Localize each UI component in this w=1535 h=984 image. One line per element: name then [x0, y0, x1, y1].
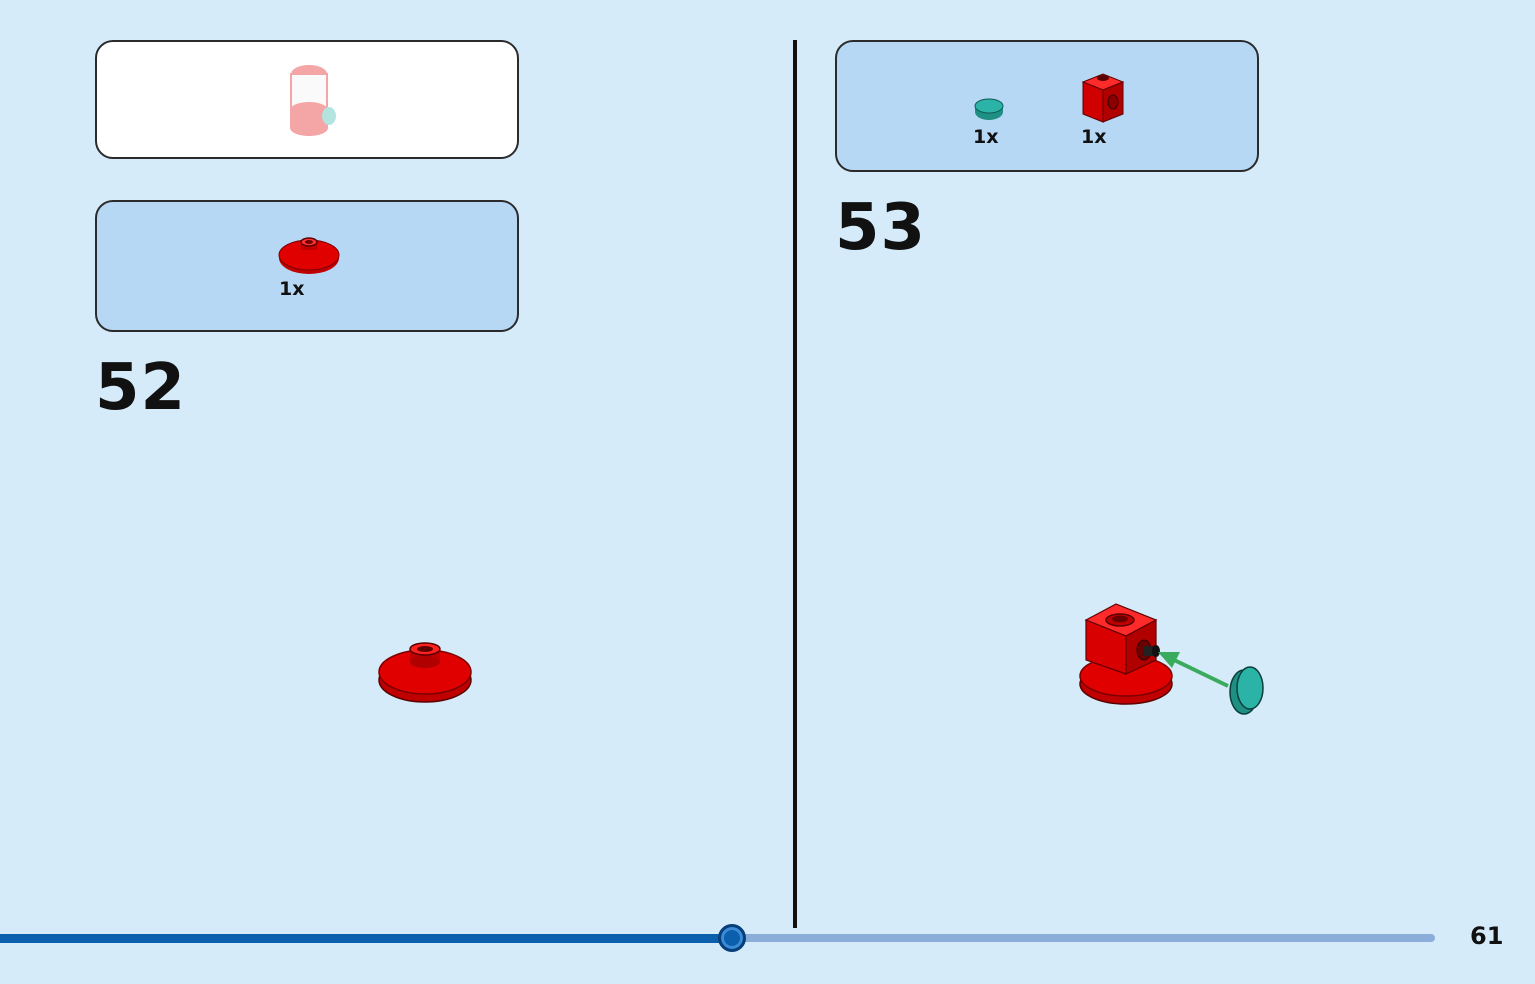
gumball-machine-preview-icon	[290, 65, 336, 136]
step-52-parts-box: 1x	[95, 200, 519, 332]
page-divider	[793, 40, 797, 928]
step-53-part-2-qty: 1x	[1081, 126, 1107, 148]
progress-knob[interactable]	[718, 924, 746, 952]
red-round-plate-icon	[278, 237, 340, 274]
progress-fill	[0, 934, 732, 943]
step-53-assembly-illustration	[1079, 603, 1264, 715]
step-52-number: 52	[95, 351, 187, 425]
step-53-parts-box: 1x 1x	[835, 40, 1259, 172]
step-52-part-1-qty: 1x	[279, 278, 305, 300]
page-number: 61	[1470, 922, 1504, 950]
step-53-part-1-qty: 1x	[973, 126, 999, 148]
step-53-number: 53	[835, 191, 927, 265]
red-brick-with-hole-icon	[1081, 73, 1125, 123]
step-52-round-plate-illustration	[378, 642, 472, 703]
teal-round-tile-icon	[974, 98, 1004, 120]
subassembly-preview-box	[95, 40, 519, 159]
